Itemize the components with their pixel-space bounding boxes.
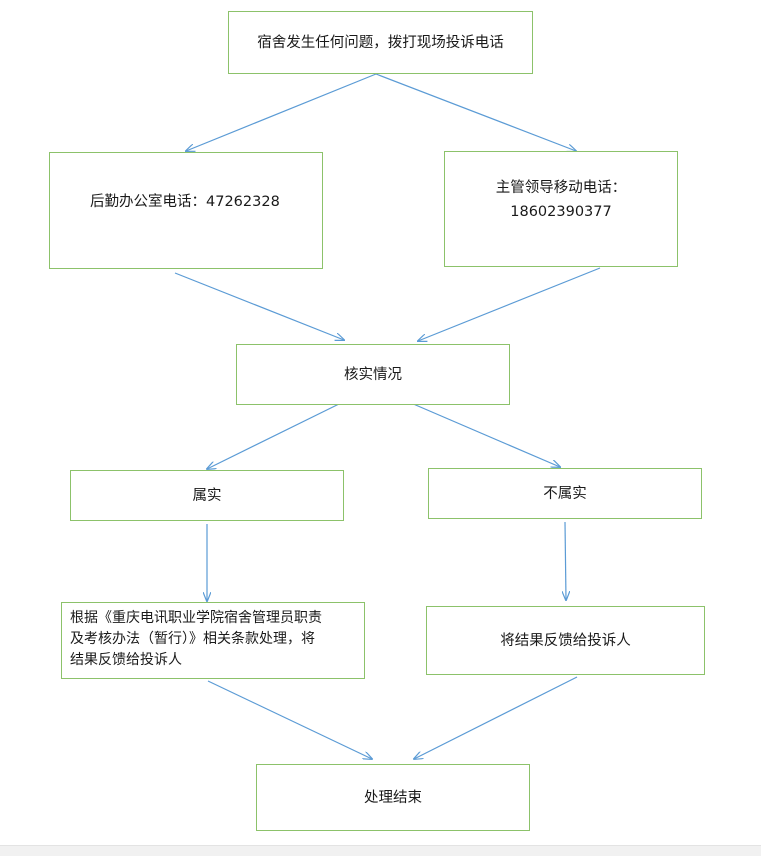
arrow-true-action-to-end: [207, 680, 372, 759]
end-box: 处理结束: [256, 764, 530, 831]
false-branch-text: 不属实: [543, 485, 587, 502]
arrow-start-to-logistics: [186, 73, 377, 151]
arrow-logistics-to-verify: [174, 272, 344, 340]
true-action-box: 根据《重庆电讯职业学院宿舍管理员职责 及考核办法（暂行）》相关条款处理，将 结果…: [61, 602, 365, 679]
supervisor-phone-label: 主管领导移动电话：: [495, 180, 627, 196]
false-branch-box: 不属实: [428, 468, 702, 519]
false-action-text: 将结果反馈给投诉人: [500, 632, 631, 649]
logistics-phone-box: 后勤办公室电话：47262328: [49, 152, 323, 269]
arrow-verify-to-false: [410, 402, 560, 467]
end-text: 处理结束: [364, 789, 422, 806]
arrow-verify-to-true: [207, 401, 344, 469]
start-box: 宿舍发生任何问题，拨打现场投诉电话: [228, 11, 533, 74]
false-action-box: 将结果反馈给投诉人: [426, 606, 705, 675]
supervisor-phone-box: 主管领导移动电话： 18602390377: [444, 151, 678, 267]
true-action-line-2: 及考核办法（暂行）》相关条款处理，将: [70, 631, 315, 647]
arrow-false-to-action: [565, 521, 566, 600]
arrow-start-to-supervisor: [375, 73, 576, 151]
true-action-line-1: 根据《重庆电讯职业学院宿舍管理员职责: [70, 610, 322, 626]
true-branch-text: 属实: [192, 487, 222, 504]
bottom-scroll-strip: [0, 845, 761, 856]
arrow-false-action-to-end: [414, 676, 578, 759]
logistics-phone-text: 后勤办公室电话：47262328: [90, 193, 280, 210]
verify-box: 核实情况: [236, 344, 510, 405]
arrow-supervisor-to-verify: [418, 267, 601, 341]
supervisor-phone-number: 18602390377: [510, 204, 612, 220]
true-action-line-3: 结果反馈给投诉人: [70, 652, 182, 668]
start-text: 宿舍发生任何问题，拨打现场投诉电话: [257, 34, 504, 51]
verify-text: 核实情况: [344, 366, 402, 383]
true-branch-box: 属实: [70, 470, 344, 521]
